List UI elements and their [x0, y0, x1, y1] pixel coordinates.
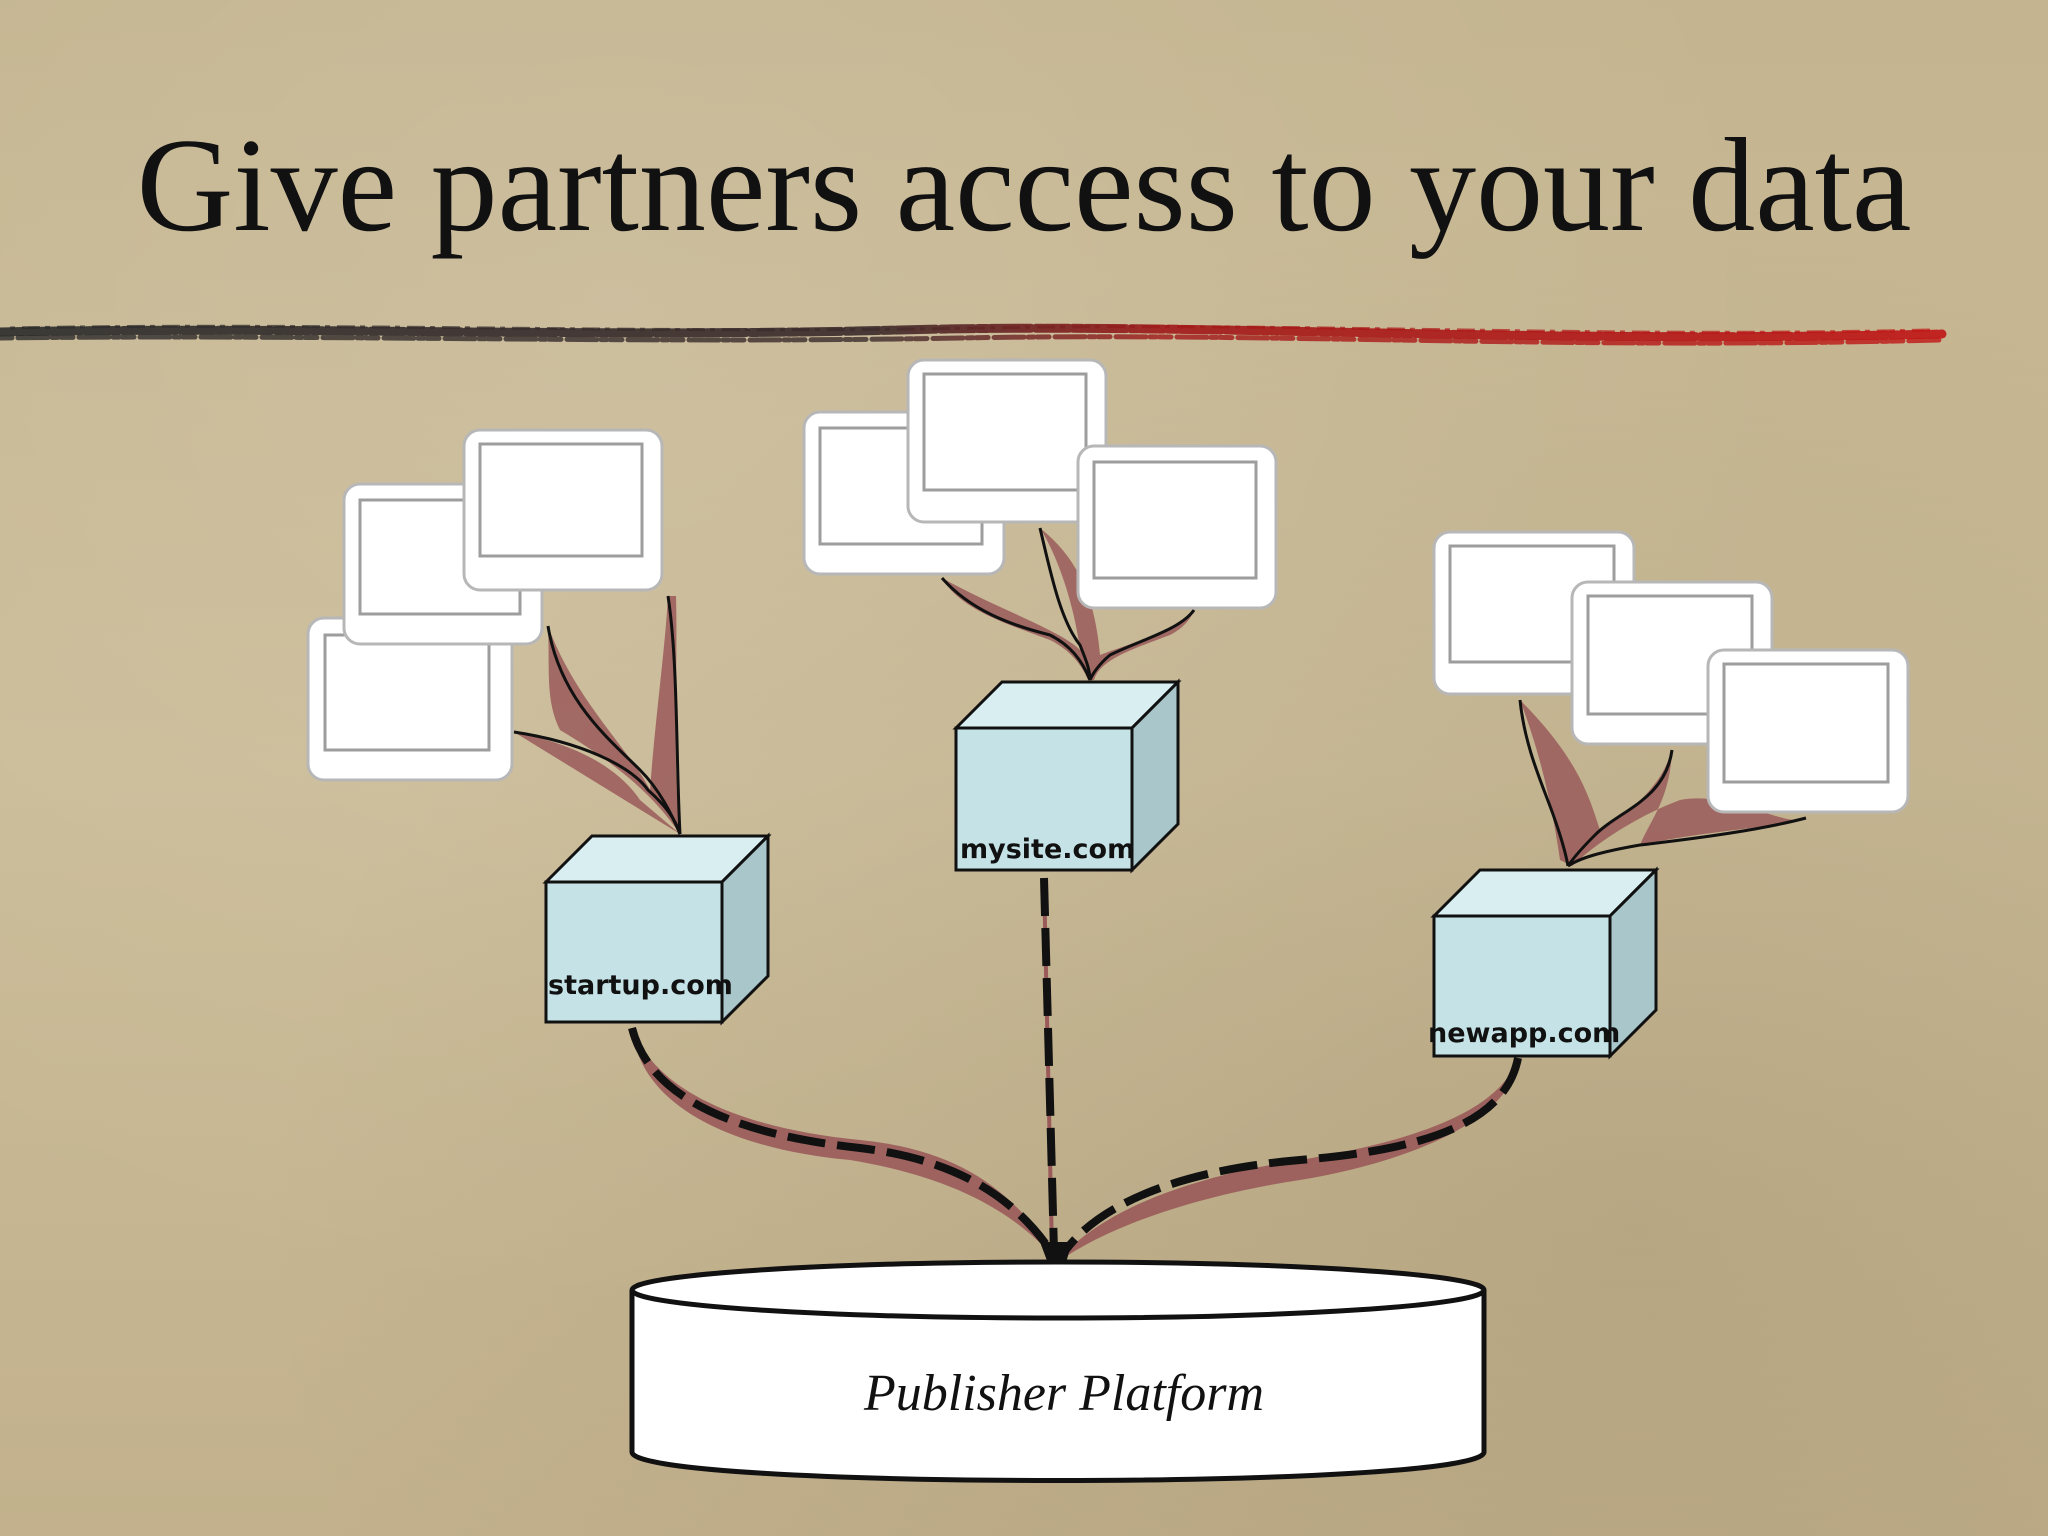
- startup-window-3: [462, 428, 664, 592]
- title-underline: [0, 323, 1947, 346]
- partner-startup: startup.com: [306, 428, 772, 1026]
- partner-mysite: mysite.com: [802, 358, 1278, 874]
- mysite-window-2: [906, 358, 1108, 524]
- newapp-window-3: [1706, 648, 1910, 814]
- newapp-server-box: newapp.com: [1428, 866, 1660, 1060]
- publisher-platform: Publisher Platform: [629, 1259, 1487, 1483]
- platform-flows: [628, 877, 1522, 1290]
- mysite-server-box: mysite.com: [952, 678, 1182, 874]
- mysite-label: mysite.com: [960, 834, 1135, 865]
- flow-windows-to-newapp: [1520, 700, 1806, 866]
- startup-window-1: [306, 616, 514, 782]
- slide-title: Give partners access to your data: [136, 111, 1912, 259]
- flow-windows-to-mysite: [942, 528, 1194, 680]
- startup-server-box: startup.com: [542, 832, 772, 1026]
- startup-label: startup.com: [548, 970, 733, 1001]
- newapp-label: newapp.com: [1428, 1018, 1620, 1049]
- platform-label: Publisher Platform: [863, 1365, 1264, 1422]
- mysite-window-3: [1076, 444, 1278, 610]
- partner-newapp: newapp.com: [1428, 530, 1910, 1060]
